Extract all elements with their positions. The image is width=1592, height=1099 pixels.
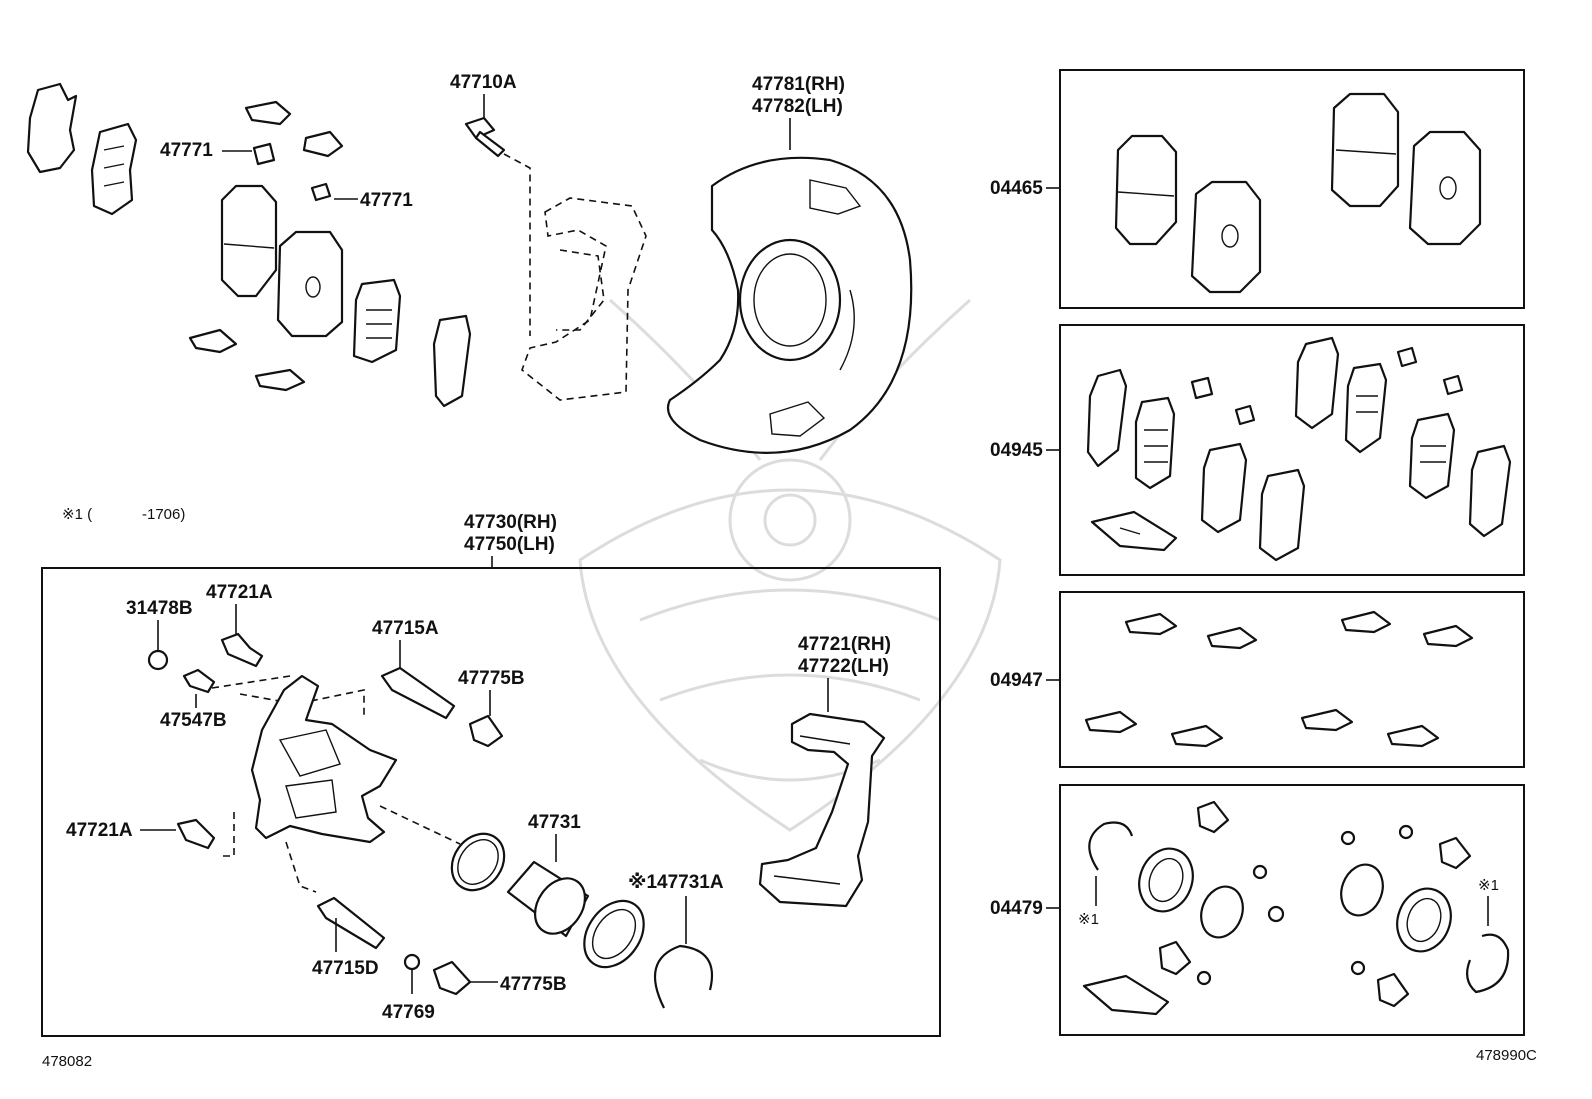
label-47722-lh: 47722(LH) bbox=[798, 656, 889, 677]
label-47775B-top: 47775B bbox=[458, 668, 525, 689]
label-47771-clip-a: 47771 bbox=[160, 140, 213, 161]
label-47715D: 47715D bbox=[312, 958, 379, 979]
label-kit-04945: 04945 bbox=[990, 440, 1043, 461]
label-47771-clip-b: 47771 bbox=[360, 190, 413, 211]
figure-code-right: 478990C bbox=[1476, 1047, 1537, 1064]
label-31478B: 31478B bbox=[126, 598, 193, 619]
caliper-assembly-box bbox=[41, 567, 941, 1037]
piston-seal bbox=[450, 832, 506, 892]
note-1-prefix: ※1 ( bbox=[62, 506, 92, 523]
figure-code-left: 478082 bbox=[42, 1053, 92, 1070]
kit-04947-clips bbox=[1084, 610, 1474, 748]
label-47730-rh: 47730(RH) bbox=[464, 512, 557, 533]
kit-04465-pads bbox=[1114, 92, 1482, 294]
label-47781-rh: 47781(RH) bbox=[752, 74, 845, 95]
label-47710A: 47710A bbox=[450, 72, 517, 93]
cap-31478B bbox=[147, 649, 169, 671]
label-kit-04465: 04465 bbox=[990, 178, 1043, 199]
torque-plate bbox=[521, 197, 647, 401]
kit-04479-note-left: ※1 bbox=[1078, 911, 1099, 928]
bolt-47710A bbox=[464, 116, 506, 158]
kit-04479-box bbox=[1059, 784, 1525, 1036]
bolt-47721A-left bbox=[176, 818, 216, 850]
kit-04465-box bbox=[1059, 69, 1525, 309]
kit-04479-note-right: ※1 bbox=[1478, 877, 1499, 894]
cap-47769 bbox=[403, 953, 421, 971]
boot-47775B-bottom bbox=[432, 960, 472, 996]
kit-04479-seals bbox=[1082, 800, 1510, 1016]
label-47782-lh: 47782(LH) bbox=[752, 96, 843, 117]
label-47547B: 47547B bbox=[160, 710, 227, 731]
label-47769: 47769 bbox=[382, 1002, 435, 1023]
boot-47775B-top bbox=[468, 714, 504, 748]
mounting-bracket bbox=[758, 712, 886, 908]
piston-boot bbox=[583, 899, 645, 969]
label-kit-04479: 04479 bbox=[990, 898, 1043, 919]
label-kit-04947: 04947 bbox=[990, 670, 1043, 691]
bolt-47721A-top bbox=[220, 632, 264, 668]
label-47715A: 47715A bbox=[372, 618, 439, 639]
dust-shield bbox=[667, 156, 913, 454]
pad-kit-top-left bbox=[26, 82, 472, 408]
pin-47715D bbox=[316, 896, 386, 950]
set-ring-47731A bbox=[653, 944, 714, 1009]
label-47721A-top: 47721A bbox=[206, 582, 273, 603]
kit-04947-box bbox=[1059, 591, 1525, 768]
caliper-body bbox=[211, 674, 461, 893]
kit-04945-shims bbox=[1086, 336, 1512, 562]
bleeder-47547B bbox=[182, 668, 216, 694]
piston-47731 bbox=[506, 860, 590, 938]
label-47721-rh: 47721(RH) bbox=[798, 634, 891, 655]
label-47775B-bottom: 47775B bbox=[500, 974, 567, 995]
note-1-suffix: -1706) bbox=[142, 506, 185, 523]
pin-47715A bbox=[380, 666, 456, 720]
label-47721A-left: 47721A bbox=[66, 820, 133, 841]
label-47750-lh: 47750(LH) bbox=[464, 534, 555, 555]
label-47731: 47731 bbox=[528, 812, 581, 833]
label-47731A: ※147731A bbox=[628, 872, 724, 893]
